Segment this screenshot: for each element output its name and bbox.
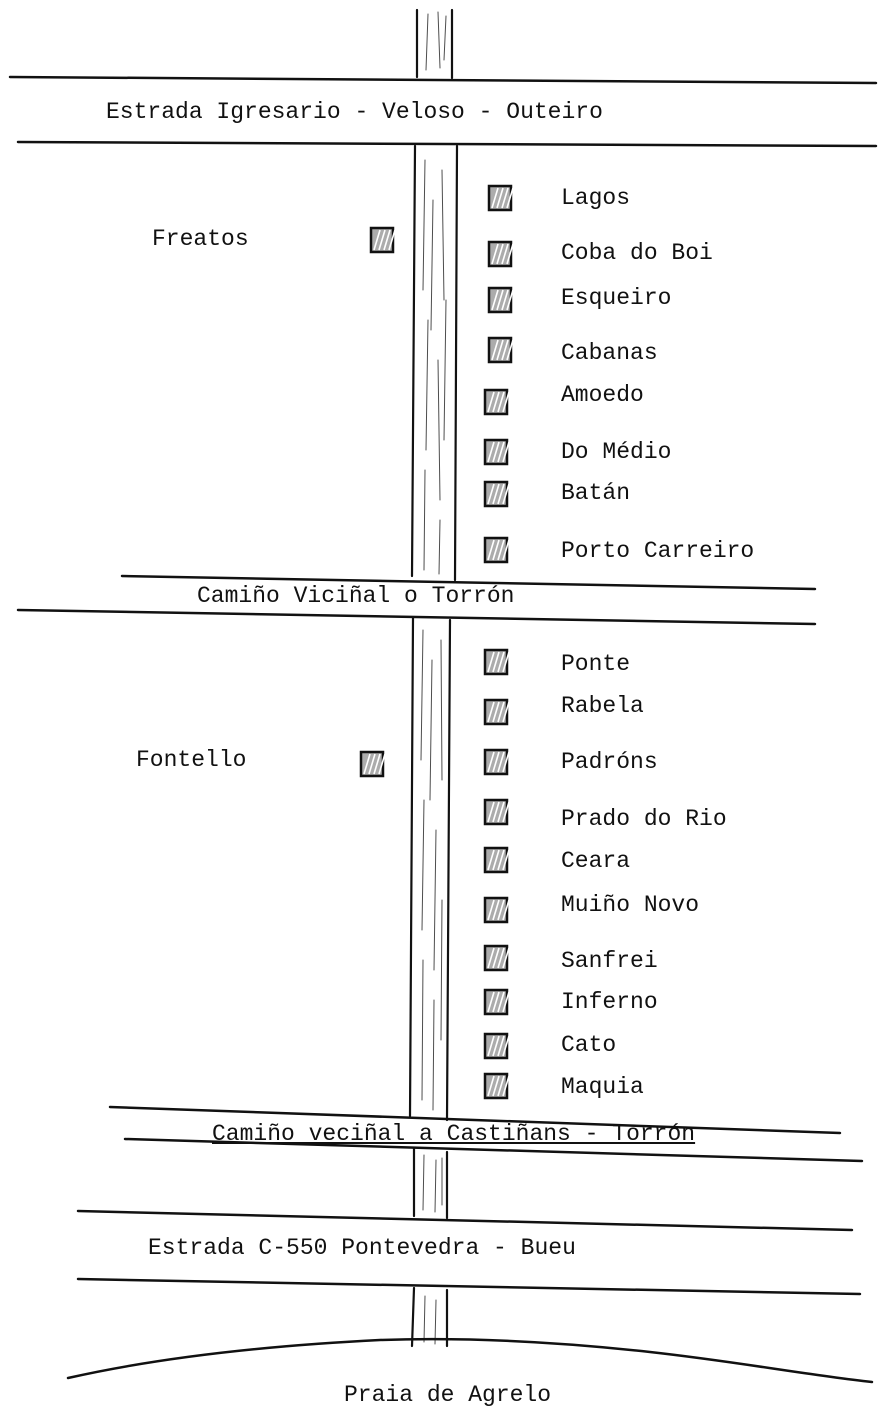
mill-marker-icon: [483, 536, 510, 564]
zone-freatos-label: Freatos: [152, 226, 249, 252]
mill-marker-icon: [369, 226, 396, 254]
road-middle-label: Camiño Viciñal o Torrón: [197, 583, 515, 609]
mill-marker-icon: [483, 1032, 510, 1060]
zone-fontello-label: Fontello: [136, 747, 247, 773]
mill-marker-icon: [483, 698, 510, 726]
road-bottom-lower-line: [76, 1277, 862, 1296]
place-label: Inferno: [561, 989, 658, 1015]
place-label: Do Médio: [561, 439, 672, 465]
place-label: Cato: [561, 1032, 617, 1058]
place-label: Padróns: [561, 749, 658, 775]
beach-label: Praia de Agrelo: [344, 1382, 552, 1408]
road-lower-label: Camiño veciñal a Castiñans - Torrón: [212, 1121, 696, 1147]
place-label: Lagos: [561, 185, 631, 211]
mill-marker-icon: [483, 480, 510, 508]
road-top-upper-line: [8, 75, 878, 85]
place-label: Coba do Boi: [561, 240, 713, 266]
place-label: Cabanas: [561, 340, 658, 366]
mill-markers: [359, 184, 514, 1100]
mill-marker-icon: [483, 388, 510, 416]
mill-marker-icon: [483, 944, 510, 972]
road-bottom-label: Estrada C-550 Pontevedra - Bueu: [148, 1235, 576, 1261]
place-label: Prado do Rio: [561, 806, 727, 832]
coastline: [66, 1337, 874, 1384]
place-label: Amoedo: [561, 382, 644, 408]
place-label: Rabela: [561, 693, 644, 719]
mill-marker-icon: [359, 750, 386, 778]
road-top-lower-line: [16, 140, 878, 148]
road-lower-upper-line: [108, 1105, 842, 1135]
mill-marker-icon: [483, 988, 510, 1016]
place-label: Ponte: [561, 651, 631, 677]
mill-marker-icon: [483, 438, 510, 466]
place-label: Sanfrei: [561, 948, 658, 974]
river: [408, 8, 459, 1348]
mill-marker-icon: [483, 846, 510, 874]
mill-marker-icon: [483, 1072, 510, 1100]
road-bottom-upper-line: [76, 1209, 854, 1232]
road-middle-upper-line: [120, 574, 817, 591]
mill-marker-icon: [483, 648, 510, 676]
place-label: Ceara: [561, 848, 631, 874]
place-label: Porto Carreiro: [561, 538, 755, 564]
road-top-label: Estrada Igresario - Veloso - Outeiro: [106, 99, 603, 125]
place-label: Maquia: [561, 1074, 644, 1100]
mill-marker-icon: [487, 184, 514, 212]
mill-marker-icon: [483, 748, 510, 776]
mill-marker-icon: [483, 896, 510, 924]
mill-marker-icon: [487, 336, 514, 364]
place-label: Batán: [561, 480, 631, 506]
road-middle-lower-line: [16, 608, 817, 626]
place-label: Esqueiro: [561, 285, 672, 311]
road-lower-lower-line: [123, 1137, 864, 1163]
place-label: Muiño Novo: [561, 892, 700, 918]
mill-marker-icon: [487, 240, 514, 268]
mill-marker-icon: [483, 798, 510, 826]
mill-marker-icon: [487, 286, 514, 314]
